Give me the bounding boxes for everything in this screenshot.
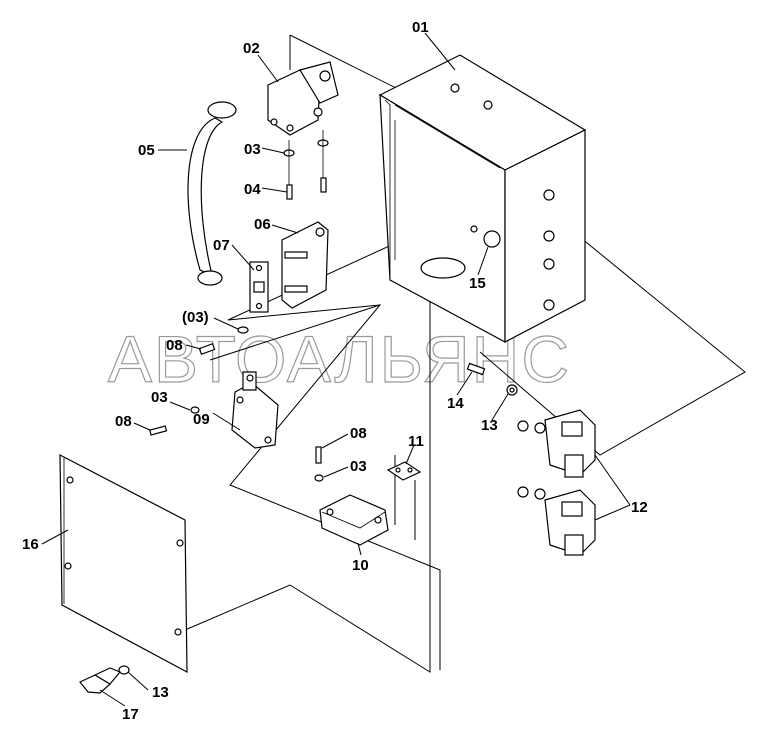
label-08-mid: 08 [115, 413, 132, 430]
label-03: 03 [244, 141, 261, 158]
fuse-part [249, 261, 269, 313]
label-02: 02 [243, 40, 260, 57]
label-05: 05 [138, 142, 155, 159]
label-01: 01 [412, 19, 429, 36]
label-16: 16 [22, 536, 39, 553]
label-04: 04 [244, 181, 261, 198]
label-17: 17 [122, 706, 139, 723]
label-08-top: 08 [166, 337, 183, 354]
label-13-right: 13 [481, 417, 498, 434]
switch-parts [517, 409, 596, 556]
lower-hardware [314, 446, 324, 482]
relay-part [267, 61, 339, 136]
bolt-nut-parts [466, 362, 518, 396]
label-03-paren: (03) [182, 309, 209, 326]
fuse-holder-part [281, 221, 329, 309]
relay-base-part [231, 371, 279, 449]
label-09: 09 [193, 411, 210, 428]
flasher-part [319, 494, 389, 546]
label-08-low: 08 [350, 425, 367, 442]
label-12: 12 [631, 499, 648, 516]
wing-nut-parts [79, 665, 130, 694]
cover-plate [59, 454, 188, 674]
enclosure-box [378, 54, 587, 344]
label-10: 10 [352, 557, 369, 574]
cable-part [187, 101, 237, 286]
label-13-bottom: 13 [152, 684, 169, 701]
washers-and-screws [283, 130, 329, 200]
clip-part [386, 461, 422, 481]
label-14: 14 [447, 395, 464, 412]
part-labels: 01 02 03 04 05 06 07 (03) 08 03 08 09 08… [22, 19, 648, 723]
label-06: 06 [254, 216, 271, 233]
label-03-mid: 03 [151, 389, 168, 406]
label-07: 07 [213, 237, 230, 254]
label-03-low: 03 [350, 458, 367, 475]
small-hardware [149, 326, 249, 436]
label-11: 11 [408, 433, 424, 450]
leader-lines [41, 32, 631, 707]
label-15: 15 [469, 275, 486, 292]
